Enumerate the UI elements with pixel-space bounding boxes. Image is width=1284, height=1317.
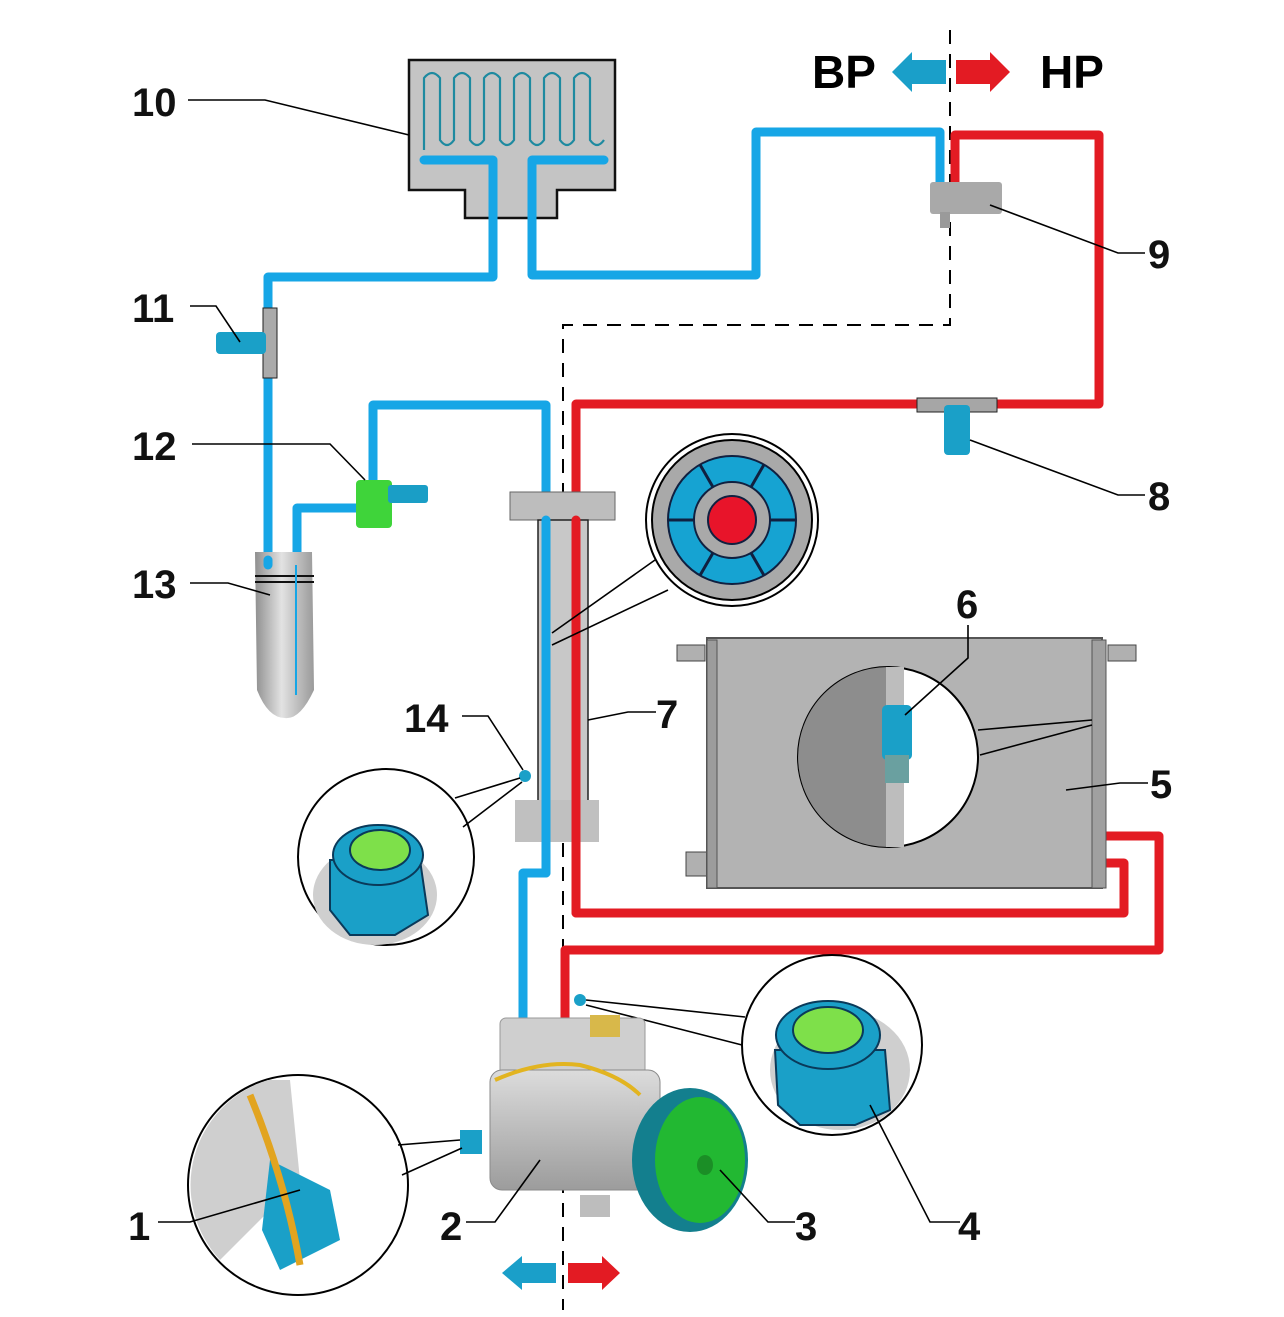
legend-high-pressure-label: HP	[1040, 46, 1104, 98]
legend-low-pressure-label: BP	[812, 46, 876, 98]
callout-4: 4	[958, 1205, 981, 1249]
high-pressure-service-valve-detail	[585, 954, 923, 1136]
high-pressure-pipe-compressor-to-condenser	[560, 831, 1164, 1030]
callout-5: 5	[1150, 763, 1172, 807]
condenser-sensor-detail	[797, 666, 1093, 848]
compressor	[460, 994, 661, 1217]
low-pressure-arrow-icon	[892, 52, 946, 92]
callout-6: 6	[956, 583, 978, 627]
pressure-divider-line	[562, 30, 951, 1310]
low-pressure-pipe-evaporator-inlet	[527, 127, 945, 280]
high-pressure-pipe-to-expansion-valve	[950, 130, 1104, 409]
callout-2: 2	[440, 1205, 462, 1249]
evaporator	[407, 58, 617, 220]
expansion-valve	[930, 182, 1002, 228]
low-pressure-valve	[356, 480, 428, 528]
coaxial-line	[509, 491, 616, 918]
high-pressure-arrow-icon	[956, 52, 1010, 92]
low-pressure-pipe-accumulator-to-compressor	[292, 503, 375, 570]
callout-1: 1	[128, 1205, 150, 1249]
callout-13: 13	[132, 563, 177, 607]
evaporator-coil	[422, 71, 605, 150]
bottom-high-pressure-arrow-icon	[568, 1256, 620, 1290]
bottom-low-pressure-arrow-icon	[502, 1256, 556, 1290]
coaxial-cross-section-detail	[551, 433, 819, 646]
callout-14: 14	[404, 697, 449, 741]
callout-3: 3	[795, 1205, 817, 1249]
callout-11: 11	[132, 287, 174, 331]
low-pressure-service-valve-detail	[297, 768, 531, 946]
callout-leaders	[158, 99, 1148, 1223]
high-pressure-pipe-condenser-outlet	[571, 399, 1129, 918]
callout-8: 8	[1148, 475, 1170, 519]
callout-10: 10	[132, 81, 177, 125]
callout-9: 9	[1148, 233, 1170, 277]
high-pressure-sensor	[916, 397, 998, 455]
legend: BP HP	[812, 46, 1104, 98]
clutch-pulley	[632, 1088, 748, 1232]
callout-7: 7	[656, 693, 678, 737]
accumulator	[255, 552, 314, 719]
compressor-connector-detail	[187, 1074, 463, 1296]
low-pressure-sensor	[216, 307, 278, 379]
callout-12: 12	[132, 425, 177, 469]
